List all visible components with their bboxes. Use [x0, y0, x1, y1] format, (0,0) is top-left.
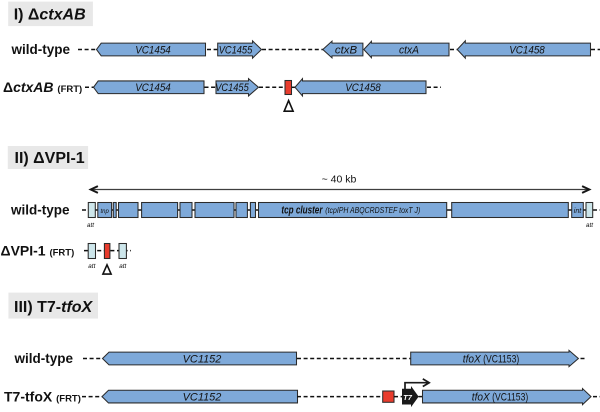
svg-text:VC1458: VC1458 [509, 44, 545, 56]
svg-text:ctxA: ctxA [399, 44, 419, 56]
svg-text:VC1455: VC1455 [219, 44, 253, 56]
svg-text:VC1454: VC1454 [135, 82, 171, 94]
svg-text:VC1152: VC1152 [183, 353, 222, 365]
svg-text:ctxB: ctxB [335, 44, 357, 56]
svg-text:~ 40 kb: ~ 40 kb [322, 173, 357, 185]
svg-text:VC1458: VC1458 [345, 82, 381, 94]
svg-text:att: att [88, 263, 96, 270]
svg-text:T7: T7 [403, 393, 413, 402]
svg-text:(tcpIPH ABQCRDSTEF toxT J): (tcpIPH ABQCRDSTEF toxT J) [325, 206, 420, 215]
svg-text:III) T7-tfoX: III) T7-tfoX [14, 299, 94, 316]
svg-text:att: att [87, 222, 95, 229]
svg-text:II) ΔVPI-1: II) ΔVPI-1 [15, 150, 85, 167]
svg-text:tnp: tnp [101, 209, 110, 215]
svg-text:I) ΔctxAB: I) ΔctxAB [14, 6, 86, 23]
svg-text:VC1152: VC1152 [183, 391, 222, 403]
svg-text:tfoX (VC1153): tfoX (VC1153) [472, 391, 528, 403]
svg-text:wild-type: wild-type [11, 42, 71, 57]
svg-text:VC1455: VC1455 [215, 82, 249, 94]
svg-text:wild-type: wild-type [10, 203, 70, 218]
svg-text:att: att [586, 222, 594, 229]
svg-text:tcp cluster: tcp cluster [281, 205, 323, 217]
svg-text:att: att [119, 263, 127, 270]
svg-text:tfoX (VC1153): tfoX (VC1153) [463, 353, 519, 365]
svg-text:wild-type: wild-type [14, 351, 74, 366]
svg-text:VC1454: VC1454 [135, 44, 171, 56]
svg-text:int: int [574, 208, 582, 215]
